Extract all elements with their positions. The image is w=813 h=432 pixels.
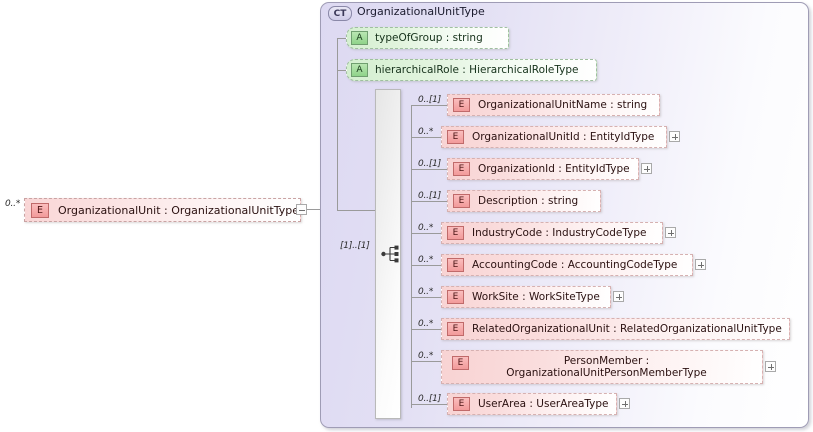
element-glyph-icon: E (452, 356, 469, 370)
element-glyph-icon: E (447, 322, 464, 336)
element-branch (411, 297, 441, 298)
root-cardinality: 0..* (5, 199, 21, 209)
attribute-hierarchical-role[interactable]: A hierarchicalRole : HierarchicalRoleTyp… (346, 59, 597, 81)
element-glyph-icon: E (447, 226, 464, 240)
attribute-branch-0 (337, 38, 347, 39)
element-cardinality: 0..* (418, 351, 434, 361)
element-label: OrganizationalUnitName : string (478, 99, 648, 111)
root-collapse-minus-icon[interactable] (296, 204, 307, 215)
element-expand-plus-icon[interactable] (695, 259, 706, 270)
element-related-organizational-unit[interactable]: E RelatedOrganizationalUnit : RelatedOrg… (441, 318, 790, 340)
element-label: WorkSite : WorkSiteType (472, 291, 600, 303)
element-label: PersonMember : OrganizationalUnitPersonM… (506, 355, 707, 379)
element-glyph-icon: E (31, 202, 49, 218)
element-spine (411, 105, 412, 408)
element-cardinality: 0..* (418, 127, 434, 137)
element-label: IndustryCode : IndustryCodeType (472, 227, 647, 239)
sequence-icon (381, 245, 399, 263)
element-branch (411, 201, 447, 202)
element-description[interactable]: E Description : string (447, 190, 601, 212)
element-branch (411, 265, 441, 266)
element-glyph-icon: E (453, 98, 470, 112)
element-cardinality: 0..* (418, 223, 434, 233)
element-branch (411, 105, 447, 106)
element-organization-id[interactable]: E OrganizationId : EntityIdType (447, 158, 639, 180)
element-cardinality: 0..[1] (418, 191, 441, 201)
element-cardinality: 0..[1] (418, 394, 441, 404)
element-label: UserArea : UserAreaType (478, 398, 609, 410)
element-label: OrganizationalUnitId : EntityIdType (472, 131, 655, 143)
element-cardinality: 0..[1] (418, 95, 441, 105)
compositor-cardinality: [1]..[1] (340, 241, 370, 251)
element-glyph-icon: E (453, 162, 470, 176)
element-user-area[interactable]: E UserArea : UserAreaType (447, 393, 617, 415)
element-cardinality: 0..* (418, 287, 434, 297)
element-expand-plus-icon[interactable] (765, 361, 776, 372)
element-branch (411, 329, 441, 330)
attribute-label: hierarchicalRole : HierarchicalRoleType (375, 64, 579, 76)
attribute-label: typeOfGroup : string (375, 32, 483, 44)
complextype-badge: CT (328, 6, 352, 21)
element-organizational-unit-id[interactable]: E OrganizationalUnitId : EntityIdType (441, 126, 667, 148)
complextype-title: OrganizationalUnitType (357, 5, 485, 18)
element-cardinality: 0..* (418, 319, 434, 329)
element-glyph-icon: E (447, 130, 464, 144)
attribute-spine (337, 38, 338, 211)
attribute-glyph-icon: A (351, 63, 368, 77)
element-branch (411, 361, 441, 362)
element-glyph-icon: E (453, 397, 470, 411)
element-accounting-code[interactable]: E AccountingCode : AccountingCodeType (441, 254, 693, 276)
element-cardinality: 0..[1] (418, 159, 441, 169)
element-expand-plus-icon[interactable] (613, 291, 624, 302)
element-branch (411, 137, 441, 138)
compositor-branch (337, 210, 375, 211)
element-expand-plus-icon[interactable] (665, 227, 676, 238)
element-expand-plus-icon[interactable] (619, 398, 630, 409)
element-label: AccountingCode : AccountingCodeType (472, 259, 678, 271)
element-work-site[interactable]: E WorkSite : WorkSiteType (441, 286, 611, 308)
root-to-type-connector (307, 209, 321, 210)
element-glyph-icon: E (447, 290, 464, 304)
element-label: OrganizationId : EntityIdType (478, 163, 630, 175)
element-branch (411, 233, 441, 234)
element-branch (411, 404, 447, 405)
element-glyph-icon: E (447, 258, 464, 272)
element-expand-plus-icon[interactable] (669, 131, 680, 142)
root-element-label: OrganizationalUnit : OrganizationalUnitT… (58, 203, 299, 217)
element-cardinality: 0..* (418, 255, 434, 265)
element-organizational-unit-name[interactable]: E OrganizationalUnitName : string (447, 94, 660, 116)
attribute-type-of-group[interactable]: A typeOfGroup : string (346, 27, 509, 49)
element-label: Description : string (478, 195, 579, 207)
element-glyph-icon: E (453, 194, 470, 208)
attribute-branch-1 (337, 70, 347, 71)
element-branch (411, 169, 447, 170)
attribute-glyph-icon: A (351, 31, 368, 45)
element-label: RelatedOrganizationalUnit : RelatedOrgan… (472, 323, 782, 335)
element-expand-plus-icon[interactable] (641, 163, 652, 174)
root-element-organizational-unit[interactable]: E OrganizationalUnit : OrganizationalUni… (24, 198, 301, 222)
element-person-member[interactable]: E PersonMember : OrganizationalUnitPerso… (441, 350, 763, 384)
element-industry-code[interactable]: E IndustryCode : IndustryCodeType (441, 222, 663, 244)
